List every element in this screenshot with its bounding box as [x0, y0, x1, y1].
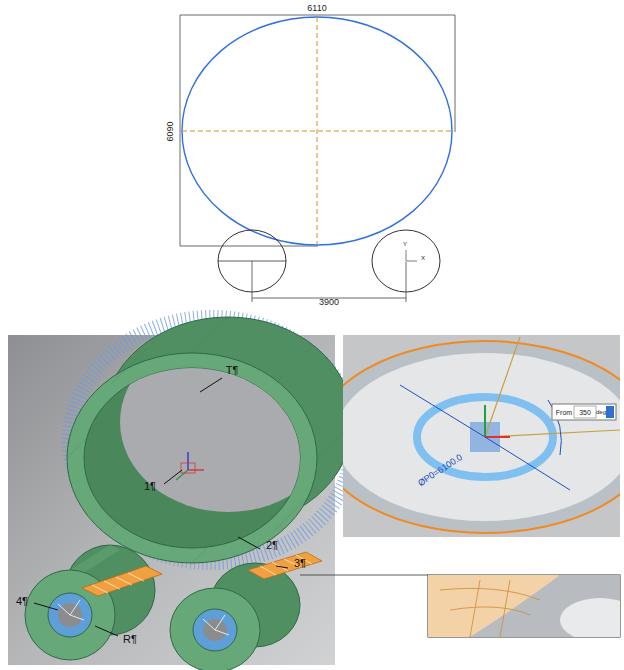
callout-number: T¶: [226, 365, 239, 376]
roller-sketch-view: [343, 335, 620, 537]
dimension-text: 3900: [319, 298, 339, 307]
callout-number: 3¶: [294, 558, 306, 569]
field-label: From: [556, 409, 572, 416]
dimension-text: 6110: [307, 4, 326, 13]
callout-number: R¶: [123, 634, 137, 645]
axis-label: Y: [403, 241, 407, 247]
callout-number: 1¶: [144, 481, 156, 492]
unit-label: deg: [596, 409, 606, 415]
dimension-text: 6090: [166, 121, 175, 141]
callout-number: 2¶: [266, 540, 278, 551]
technical-drawing: [180, 15, 455, 302]
callout-number: 4¶: [16, 596, 28, 607]
contact-inset: [300, 575, 624, 642]
field-value: 350: [579, 409, 591, 416]
fem-model-render: [8, 317, 354, 670]
axis-label: X: [421, 255, 425, 261]
